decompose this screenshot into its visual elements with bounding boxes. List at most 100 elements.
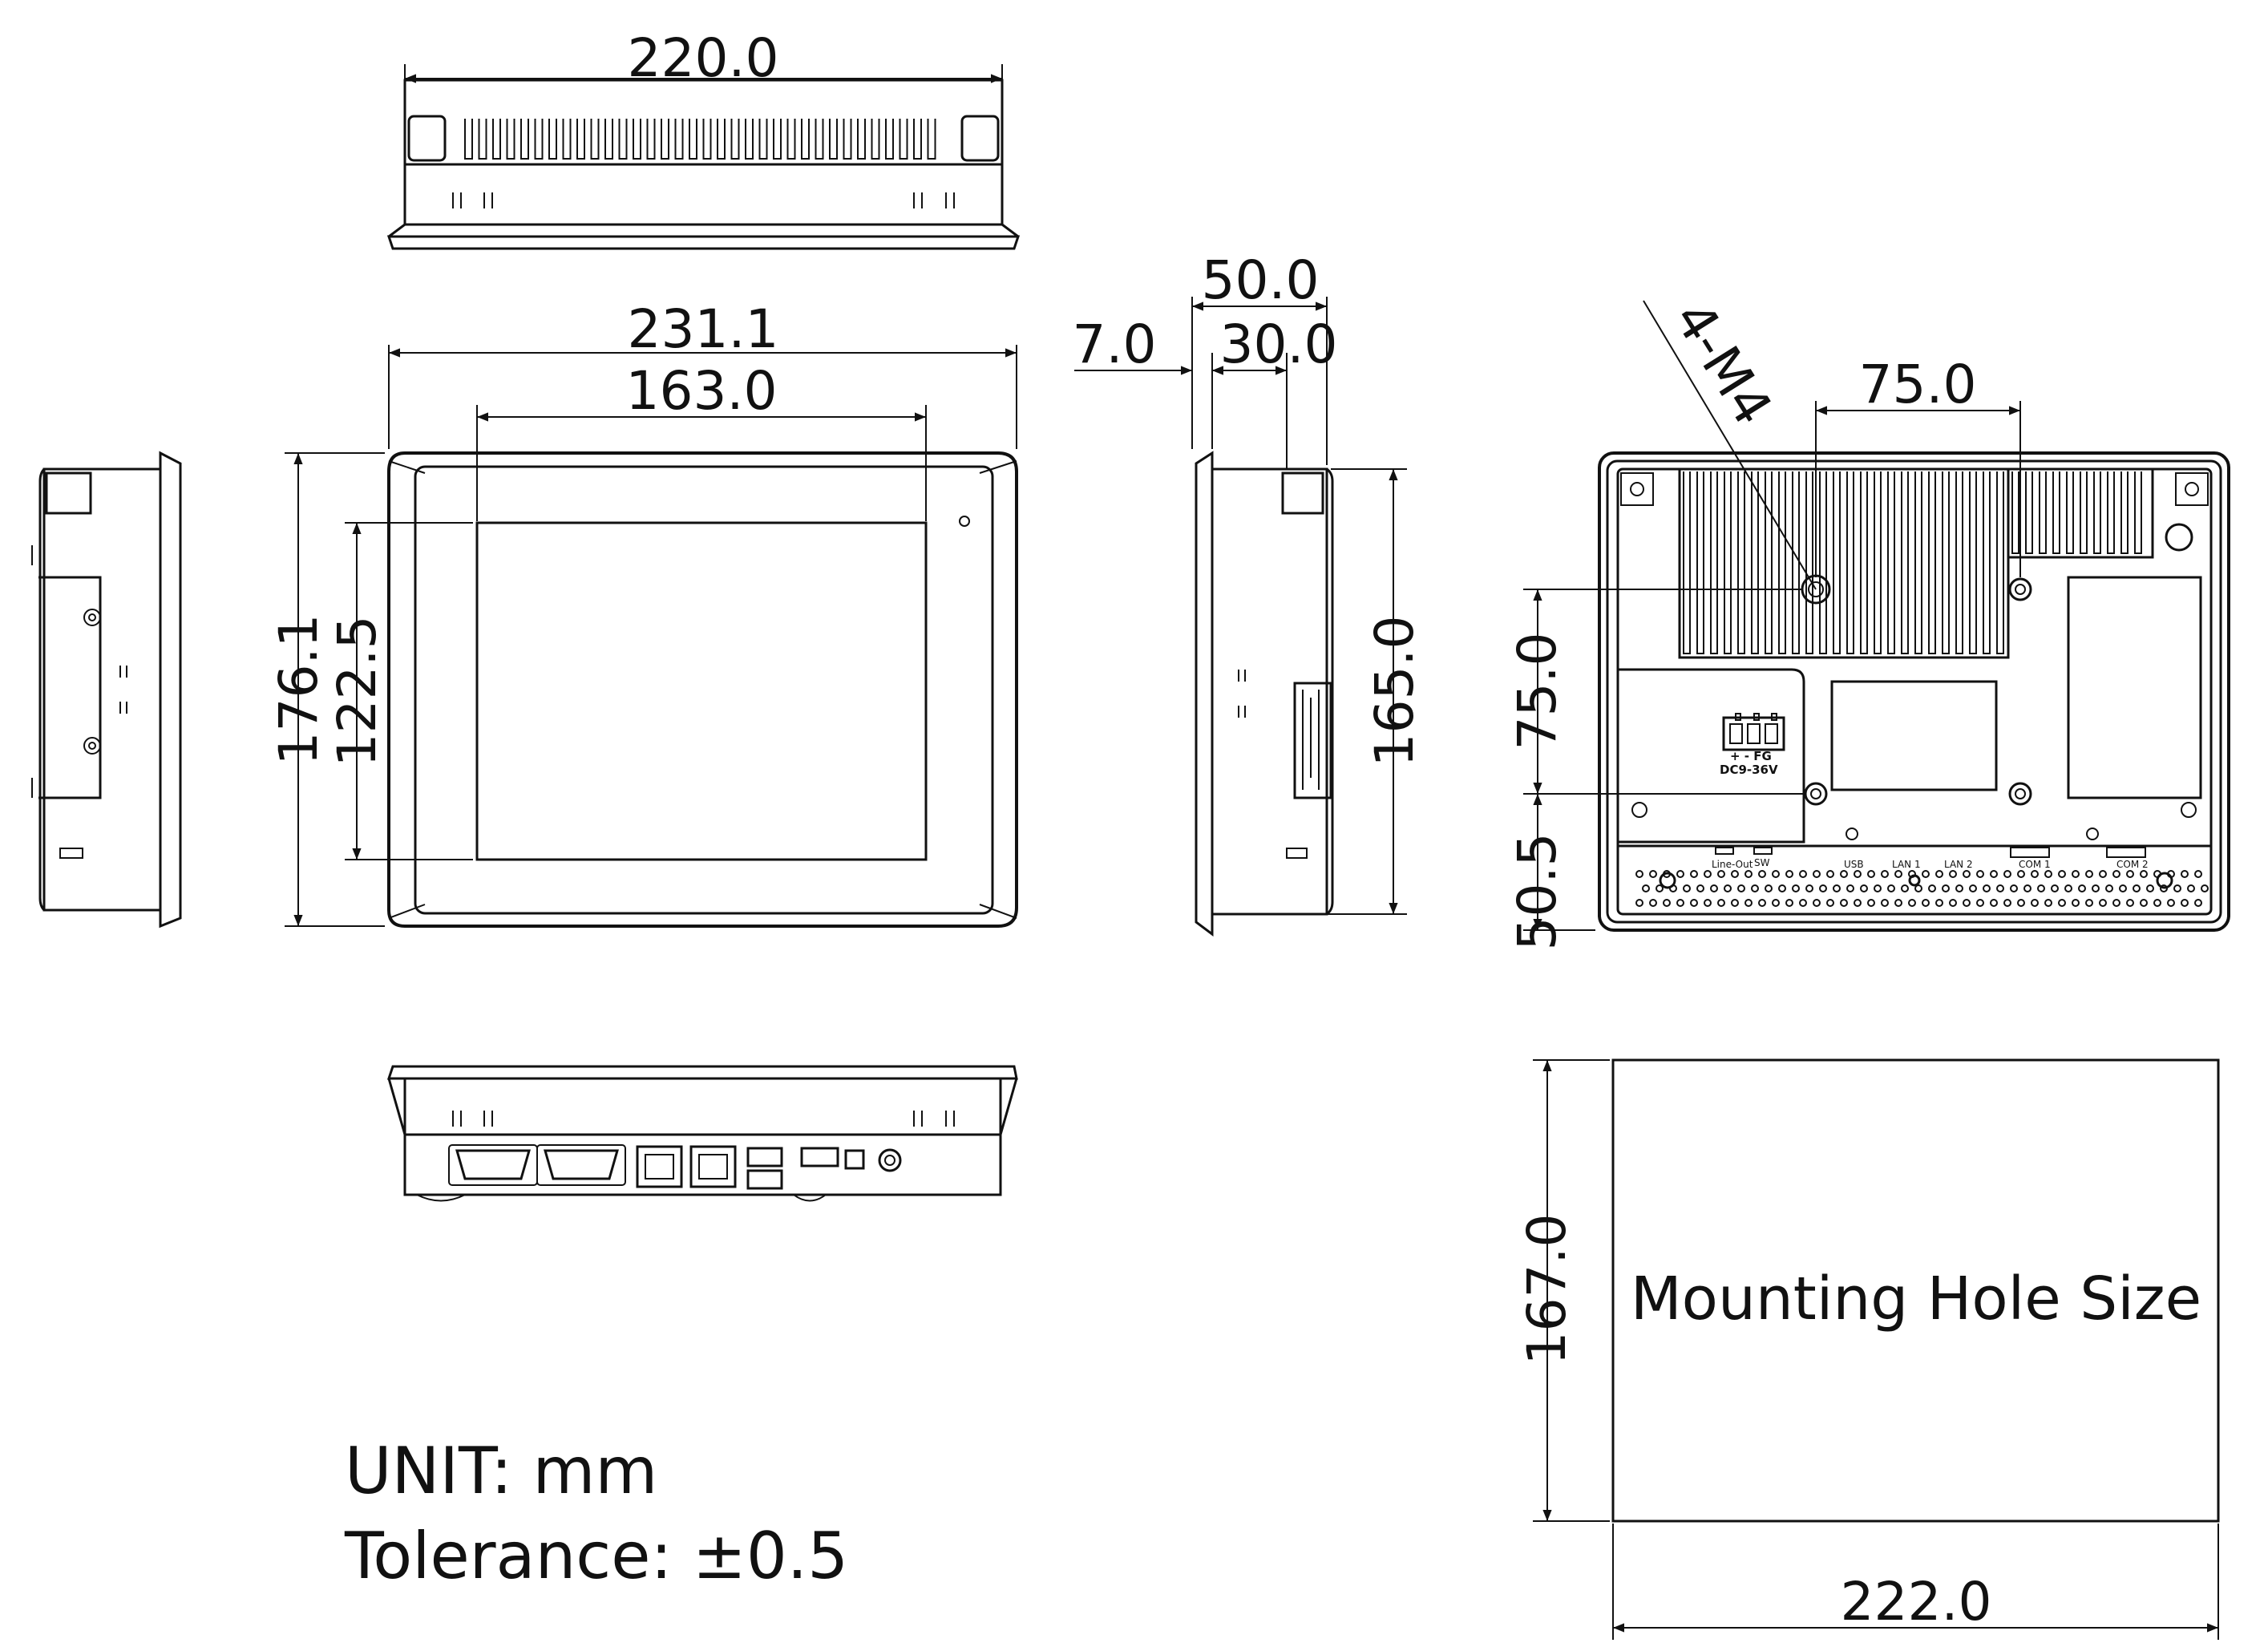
vent-hole [1717,899,1725,907]
rear-view: + - FG DC9-36V Line-Out SW USB LAN 1 LAN… [1506,291,2230,950]
dim-front-height: 176.1 [268,614,329,766]
vent-hole [2187,884,2195,892]
heatsink-fin [758,119,768,160]
heatsink-fin [464,119,473,160]
vent-hole [1990,899,1998,907]
vent-hole [2003,870,2011,878]
rear-heatsink-fin [2039,471,2047,554]
com1-label: COM 1 [2019,859,2051,870]
vent-hole [1833,884,1841,892]
tolerance-note: Tolerance: ±0.5 [344,1519,848,1593]
heatsink-fin [745,119,754,160]
heatsink-fin [899,119,908,160]
vent-hole [1799,899,1807,907]
lan2-label: LAN 2 [1944,859,1973,870]
vent-hole [1840,899,1848,907]
vent-hole [2140,899,2148,907]
heatsink-fin [717,119,726,160]
rear-heatsink-fin [1955,471,1963,654]
heatsink-fin [562,119,572,160]
vent-hole [2167,899,2175,907]
rear-heatsink-fin [1914,471,1922,654]
vent-hole [1914,884,1922,892]
heatsink-fin [633,119,641,160]
vent-hole [1785,870,1793,878]
vent-hole [1969,884,1977,892]
heatsink-fin [604,119,613,160]
vent-hole [1772,870,1780,878]
vent-hole [2126,870,2134,878]
vent-hole [1696,884,1704,892]
vent-hole [1642,884,1650,892]
vent-hole [2181,870,2189,878]
vent-hole [1928,884,1936,892]
vent-hole [1656,884,1664,892]
rear-heatsink-fin [2011,471,2019,554]
vent-hole [1826,899,1834,907]
vent-hole [1881,870,1889,878]
heatsink-fin [730,119,740,160]
vent-hole [2072,870,2080,878]
vent-hole [2058,870,2066,878]
vent-hole [1976,899,1984,907]
vent-hole [1758,899,1766,907]
vent-hole [1867,899,1875,907]
vent-hole [2044,870,2052,878]
vent-hole [1867,870,1875,878]
vent-hole [2105,884,2113,892]
vent-hole [2140,870,2148,878]
vent-hole [1840,870,1848,878]
vent-hole [2064,884,2072,892]
vent-hole [1846,884,1854,892]
vent-hole [1758,870,1766,878]
dim-top-width: 220.0 [628,27,779,89]
heatsink-fin [801,119,810,160]
cutout-label: Mounting Hole Size [1631,1265,2201,1333]
heatsink-fin [576,119,585,160]
vent-hole [2058,899,2066,907]
vent-hole [1676,870,1684,878]
vent-hole [1813,870,1821,878]
vent-hole [1894,870,1902,878]
heatsink-fin [829,119,838,160]
rear-heatsink-fin [2080,471,2088,554]
vent-hole [1635,899,1643,907]
vent-hole [1942,884,1950,892]
unit-note: UNIT: mm [345,1434,657,1508]
vent-hole [2085,899,2093,907]
vent-hole [1854,870,1862,878]
power-label: DC9-36V [1720,763,1778,777]
vent-hole [1710,884,1718,892]
power-pins-label: + - FG [1730,749,1772,763]
heatsink-fin [534,119,544,160]
rear-heatsink-fin [2120,471,2129,554]
rear-heatsink-fin [1928,471,1936,654]
rear-heatsink-fin [1833,471,1841,654]
heatsink-fin [786,119,796,160]
rear-heatsink-fin [1983,471,1991,654]
vent-hole [1949,899,1957,907]
vent-hole [1894,899,1902,907]
rear-heatsink-fin [1765,471,1773,654]
rear-heatsink-fin [2134,471,2142,554]
rear-heatsink-fin [1887,471,1895,654]
vent-hole [1751,884,1759,892]
rear-heatsink-fin [1724,471,1732,654]
vent-hole [1649,870,1657,878]
rear-heatsink-fin [1683,471,1691,654]
vent-hole [1690,870,1698,878]
vent-hole [2153,899,2161,907]
vent-hole [1908,899,1916,907]
vent-hole [1901,884,1909,892]
vent-hole [1724,884,1732,892]
vent-hole [1963,899,1971,907]
heatsink-fin [478,119,487,160]
vent-hole [1922,870,1930,878]
top-view: 220.0 [386,27,1021,250]
dim-vesa-vertical: 75.0 [1506,633,1568,751]
heatsink-fin [843,119,852,160]
rear-heatsink-fin [1751,471,1759,654]
vent-hole [2085,870,2093,878]
rear-heatsink-fin [1710,471,1718,654]
